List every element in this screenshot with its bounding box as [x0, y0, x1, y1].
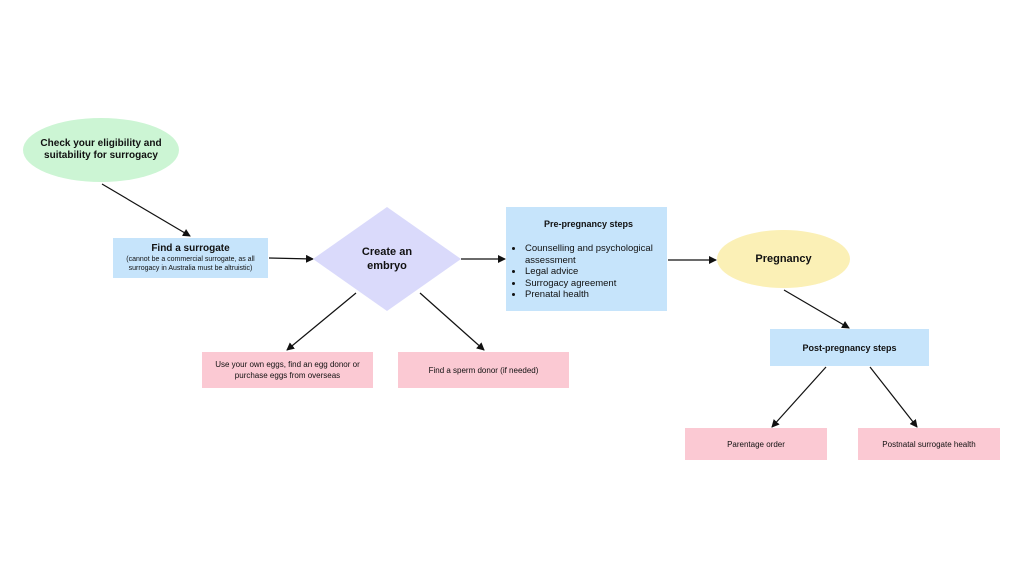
pre-pregnancy-item: Counselling and psychological assessment — [524, 243, 663, 266]
node-parentage-order: Parentage order — [685, 428, 827, 460]
pre-pregnancy-item: Surrogacy agreement — [524, 278, 663, 290]
node-sperm-donor: Find a sperm donor (if needed) — [398, 352, 569, 388]
node-find-surrogate-note: (cannot be a commercial surrogate, as al… — [126, 256, 255, 272]
arrow-embryo-to-eggs — [286, 292, 357, 351]
pre-pregnancy-list: Counselling and psychological assessment… — [514, 243, 663, 301]
pre-pregnancy-item: Legal advice — [524, 266, 663, 278]
node-check-eligibility: Check your eligibility and suitability f… — [23, 118, 179, 182]
arrow-postpreg-to-parentage — [771, 366, 827, 428]
node-pregnancy-label: Pregnancy — [755, 253, 812, 265]
arrow-postpreg-to-postnatal — [869, 366, 918, 428]
node-find-surrogate: Find a surrogate (cannot be a commercial… — [113, 238, 268, 278]
node-sperm-donor-label: Find a sperm donor (if needed) — [428, 365, 539, 375]
node-eggs: Use your own eggs, find an egg donor or … — [202, 352, 373, 388]
node-find-surrogate-title: Find a surrogate — [151, 243, 230, 254]
node-postnatal-health-label: Postnatal surrogate health — [882, 439, 976, 449]
node-post-pregnancy: Post-pregnancy steps — [770, 329, 929, 366]
node-check-eligibility-label: Check your eligibility and suitability f… — [40, 138, 162, 161]
arrow-check-to-surrogate — [101, 183, 191, 237]
node-postnatal-health: Postnatal surrogate health — [858, 428, 1000, 460]
node-pregnancy: Pregnancy — [717, 230, 850, 288]
arrow-surrogate-to-embryo — [268, 254, 314, 263]
node-pre-pregnancy-title: Pre-pregnancy steps — [543, 219, 634, 229]
node-post-pregnancy-label: Post-pregnancy steps — [802, 342, 897, 353]
arrow-pregnancy-to-postpreg — [783, 289, 850, 329]
arrow-embryo-to-sperm — [419, 292, 485, 351]
pre-pregnancy-item: Prenatal health — [524, 289, 663, 301]
node-create-embryo-label: Create an embryo — [361, 246, 413, 272]
node-eggs-label: Use your own eggs, find an egg donor or … — [215, 360, 360, 380]
node-pre-pregnancy: Pre-pregnancy steps Counselling and psyc… — [506, 207, 667, 311]
node-parentage-order-label: Parentage order — [727, 439, 785, 449]
